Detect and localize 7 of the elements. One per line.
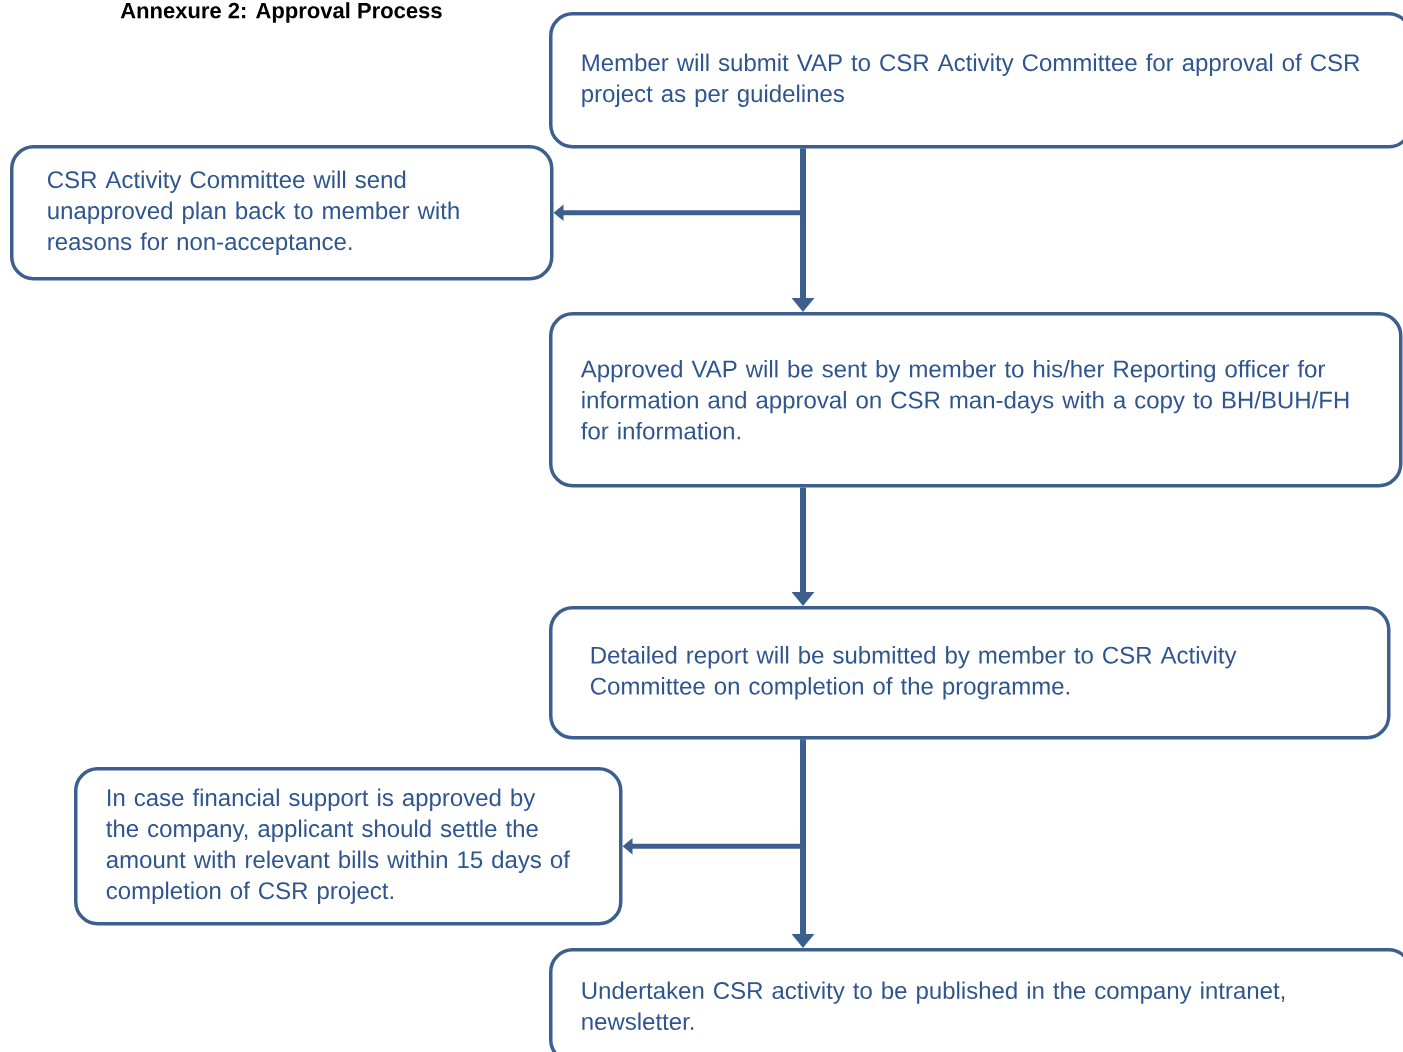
process-box: Approved VAP will be sent by member to his/her Reporting officer for information and approval on CSR man-days with a copy to BH/BUH/FH for information.: [549, 312, 1403, 488]
process-box: Undertaken CSR activity to be published in the company intranet, newsletter.: [549, 948, 1403, 1052]
process-box: Member will submit VAP to CSR Activity Committee for approval of CSR project as per guidelines: [549, 12, 1403, 149]
process-box: Detailed report will be submitted by member to CSR Activity Committee on completion of the programme.: [549, 606, 1391, 740]
process-box: In case financial support is approved by the company, applicant should settle the amount with relevant bills within 15 days of completion of CSR project.: [74, 767, 623, 926]
title: Annexure 2: Approval Process: [120, 2, 442, 23]
process-box: CSR Activity Committee will send unapproved plan back to member with reasons for non-acceptance.: [10, 145, 554, 281]
